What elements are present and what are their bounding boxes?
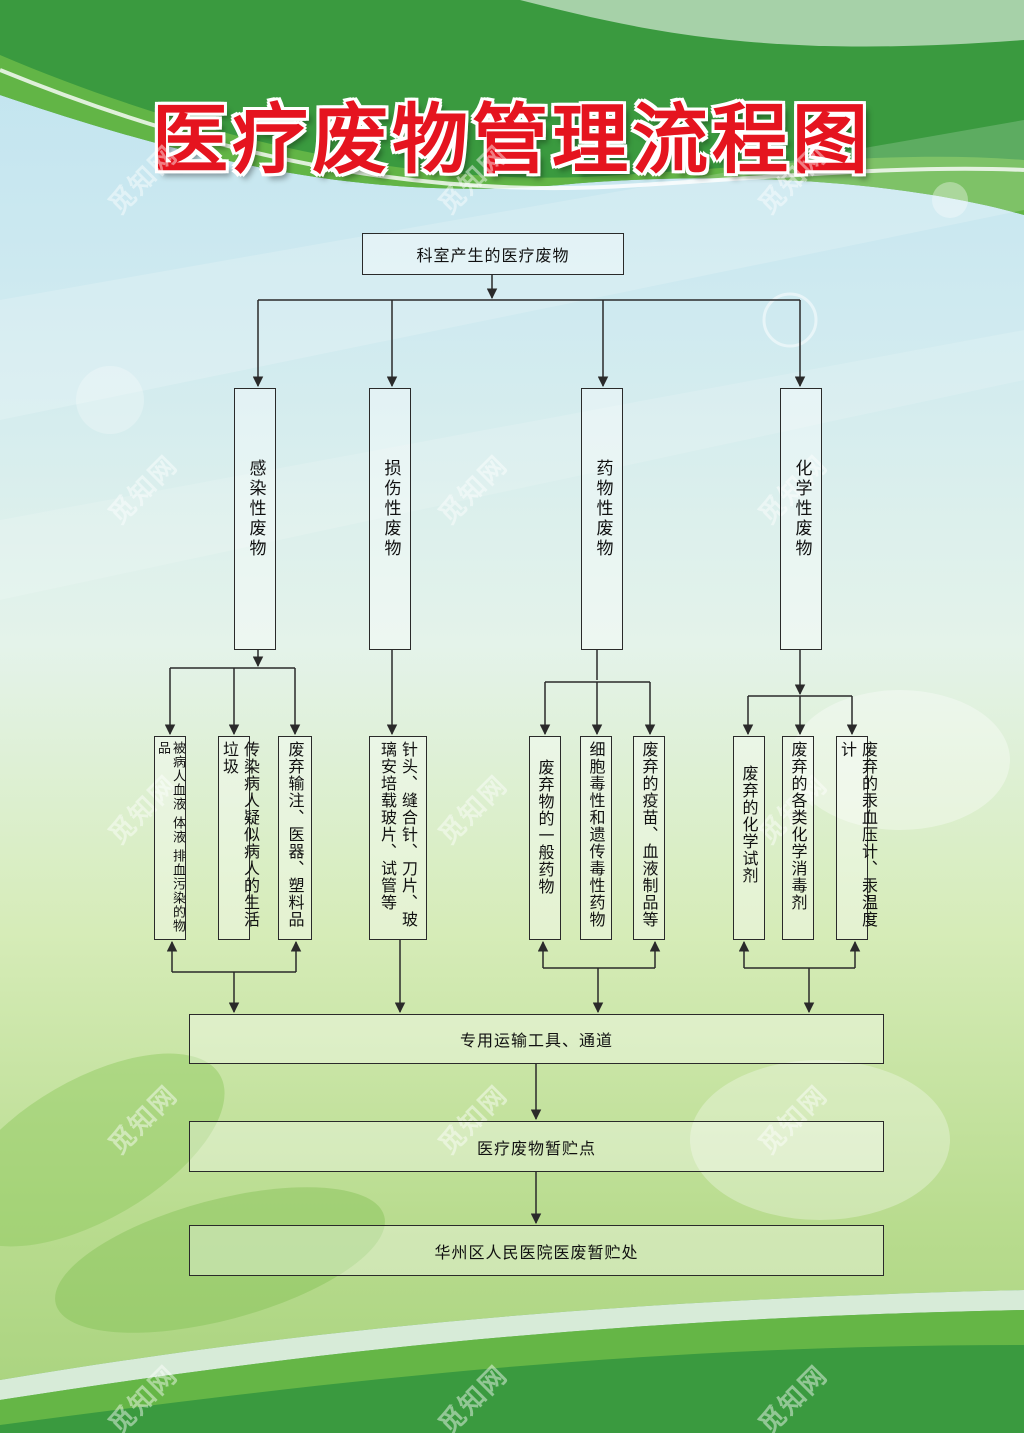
item-box: 针头、缝合针、刀片、玻璃安培载玻片、试管等: [369, 736, 427, 940]
category-label: 化学性废物: [791, 459, 812, 559]
item-text: 废弃的化学试剂: [739, 765, 759, 884]
item-box: 废弃物的一般药物: [529, 736, 561, 940]
item-text: 传染病人疑似病人的生活垃圾: [220, 741, 260, 928]
category-pharmaceutical: 药物性废物: [581, 388, 623, 650]
item-box: 废弃输注、医器、塑料品: [278, 736, 312, 940]
item-box: 废弃的化学试剂: [733, 736, 765, 940]
poster-title: 医疗废物管理流程图: [152, 95, 872, 184]
item-text: 废弃输注、医器、塑料品: [285, 741, 305, 928]
item-box: 废弃的疫苗、血液制品等: [633, 736, 665, 940]
item-text: 废弃的汞血压计、汞温度计: [838, 741, 878, 928]
item-box: 细胞毒性和遗传毒性药物: [580, 736, 612, 940]
item-text: 被病人血液 体液 排血污染的物品: [155, 741, 185, 934]
item-text: 针头、缝合针、刀片、玻璃安培载玻片、试管等: [378, 741, 418, 928]
category-chemical: 化学性废物: [780, 388, 822, 650]
category-infectious: 感染性废物: [234, 388, 276, 650]
category-label: 感染性废物: [245, 459, 266, 559]
category-label: 损伤性废物: [380, 459, 401, 559]
item-text: 废弃的各类化学消毒剂: [788, 741, 808, 911]
category-sharps: 损伤性废物: [369, 388, 411, 650]
item-text: 废弃物的一般药物: [535, 759, 555, 895]
final-storage-box: 华州区人民医院医废暂贮处: [189, 1225, 884, 1276]
item-box: 被病人血液 体液 排血污染的物品: [154, 736, 186, 940]
category-label: 药物性废物: [592, 459, 613, 559]
source-box: 科室产生的医疗废物: [362, 233, 624, 275]
item-text: 细胞毒性和遗传毒性药物: [586, 741, 606, 928]
transport-box: 专用运输工具、通道: [189, 1014, 884, 1064]
item-box: 废弃的各类化学消毒剂: [782, 736, 814, 940]
item-box: 传染病人疑似病人的生活垃圾: [218, 736, 260, 940]
item-box: 废弃的汞血压计、汞温度计: [836, 736, 878, 940]
temporary-storage-box: 医疗废物暂贮点: [189, 1121, 884, 1172]
item-text: 废弃的疫苗、血液制品等: [639, 741, 659, 928]
